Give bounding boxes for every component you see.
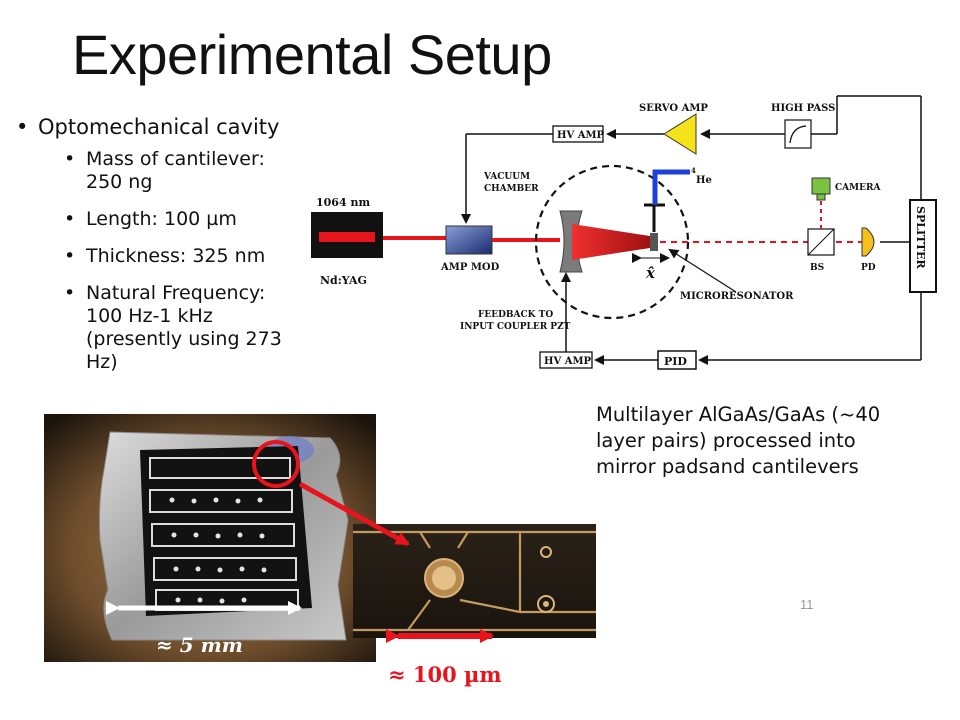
cavity-beam-cone — [572, 224, 650, 260]
bs-label: BS — [810, 263, 824, 273]
sub-bullet-list: Mass of cantilever: 250 ng Length: 100 µ… — [64, 148, 306, 374]
microresonator-pointer — [668, 248, 737, 293]
splitter-label: SPLITTER — [914, 206, 927, 269]
helium-cryostat-line — [652, 169, 690, 205]
helium-label: He — [696, 175, 712, 186]
beam-splitter-diagonal — [807, 228, 835, 256]
pd-label: PD — [861, 263, 876, 273]
sub-bullet-mass: Mass of cantilever: 250 ng — [64, 148, 306, 194]
feedback-label-2: INPUT COUPLER PZT — [460, 322, 571, 332]
zoom-photo: ≈ 100 µm — [353, 524, 596, 687]
chip-scale-label: ≈ 5 mm — [156, 633, 243, 657]
camera-body — [811, 177, 831, 195]
sub-bullet-length: Length: 100 µm — [64, 208, 306, 231]
setup-diagram: 1064 nm Nd:YAG AMP MOD VACUUM CHAMBER 4 … — [311, 95, 937, 370]
sub-bullet-frequency: Natural Frequency: 100 Hz-1 kHz (present… — [64, 282, 306, 374]
feedback-label-1: FEEDBACK TO — [478, 310, 553, 320]
servo-amp-triangle — [663, 113, 697, 155]
pid-label: PID — [664, 355, 687, 368]
hv-amp-top-label: HV AMP — [557, 130, 605, 141]
amp-mod-box — [445, 225, 493, 255]
splitter-box — [909, 199, 937, 293]
bullet-list: Optomechanical cavity Mass of cantilever… — [16, 112, 306, 388]
vacuum-chamber-label-1: VACUUM — [483, 172, 530, 182]
material-caption: Multilayer AlGaAs/GaAs (~40 layer pairs)… — [596, 403, 881, 478]
zoom-small-pad-2 — [537, 595, 555, 613]
laser-rod — [319, 232, 375, 242]
high-pass-filter-box — [784, 119, 812, 149]
page-number: 11 — [800, 597, 814, 612]
photodiode-icon — [861, 227, 875, 257]
microresonator-element — [650, 233, 658, 251]
zoom-connector-arrow — [298, 481, 410, 547]
servo-amp-label: SERVO AMP — [639, 103, 708, 114]
vacuum-chamber-label-2: CHAMBER — [484, 184, 539, 194]
hv-amp-bottom-label: HV AMP — [544, 356, 592, 367]
amp-mod-label: AMP MOD — [440, 262, 500, 273]
zoom-small-pad-1 — [540, 546, 552, 558]
microresonator-label: MICRORESONATOR — [680, 291, 794, 302]
camera-label: CAMERA — [835, 183, 881, 193]
zoom-mirror-center — [432, 566, 456, 590]
high-pass-label: HIGH PASS — [771, 103, 835, 114]
slide-title: Experimental Setup — [72, 23, 552, 86]
helium-superscript: 4 — [691, 166, 696, 175]
laser-wavelength-label: 1064 nm — [316, 196, 370, 209]
zoom-small-pad-2-center — [543, 601, 549, 607]
high-pass-curve — [789, 125, 807, 144]
displacement-x-hat: x̂ — [645, 264, 656, 282]
camera-lens — [816, 193, 826, 201]
zoom-photo-background — [353, 524, 596, 638]
chip-photo: ≈ 5 mm — [44, 414, 376, 662]
laser-name-label: Nd:YAG — [320, 274, 367, 287]
chip-die — [140, 446, 312, 616]
chip-cantilever-rows — [149, 457, 299, 611]
bullet-main: Optomechanical cavity — [16, 112, 306, 142]
zoom-scale-label: ≈ 100 µm — [388, 662, 502, 687]
zoom-marker-circle — [252, 440, 300, 488]
sub-bullet-thickness: Thickness: 325 nm — [64, 245, 306, 268]
